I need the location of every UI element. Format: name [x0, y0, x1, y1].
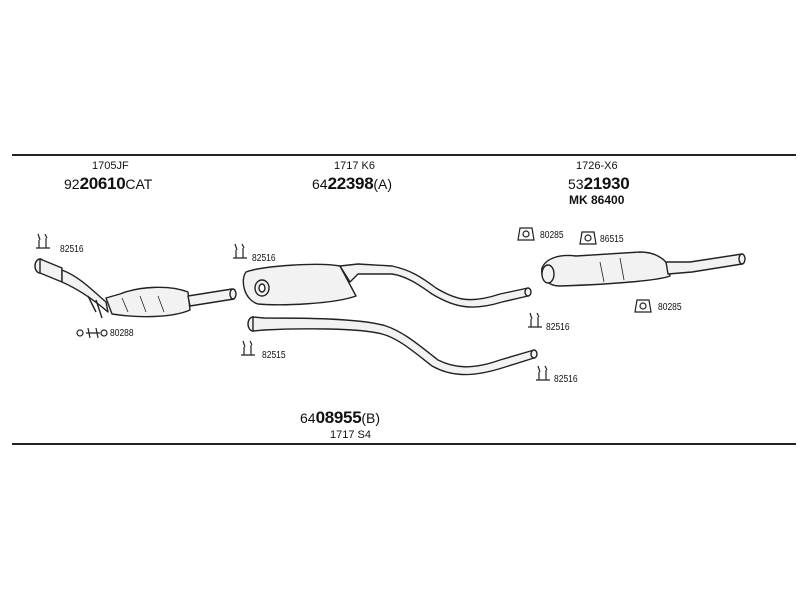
bottom-divider [12, 443, 796, 445]
middle-part-number-b: 6408955(B) [300, 408, 381, 427]
front-clamp-ref: 82516 [60, 244, 84, 255]
gasket-icon [76, 327, 108, 339]
middle-clamp-ref-right-upper: 82516 [546, 322, 570, 333]
clamp-icon [233, 243, 247, 259]
middle-clamp-ref-top: 82516 [252, 253, 276, 264]
front-catalytic-pipe [34, 258, 237, 319]
middle-alt-section-code: 1717 S4 [330, 429, 371, 441]
clamp-icon [528, 312, 542, 328]
middle-clamp-ref-low: 82515 [262, 350, 286, 361]
clamp-icon [536, 365, 550, 381]
middle-part-number-a: 6422398(A) [312, 174, 393, 193]
rear-mount-ref: 86515 [600, 234, 624, 245]
middle-pipe-a [242, 263, 532, 308]
clamp-icon [36, 233, 50, 249]
front-gasket-ref: 80288 [110, 328, 134, 339]
mount-bracket-icon [579, 231, 597, 245]
rear-section-code: 1726-X6 [576, 160, 618, 172]
middle-pipe-b [247, 316, 538, 376]
front-part-number: 9220610CAT [64, 174, 153, 193]
rear-rubber-ref-bottom: 80285 [658, 302, 682, 313]
front-section-code: 1705JF [92, 160, 129, 172]
rear-silencer [541, 251, 746, 287]
rubber-mount-icon [634, 299, 652, 313]
rubber-mount-icon [517, 227, 535, 241]
rear-rubber-ref-top: 80285 [540, 230, 564, 241]
middle-section-code: 1717 K6 [334, 160, 375, 172]
middle-clamp-ref-right-lower: 82516 [554, 374, 578, 385]
rear-part-number: 5321930 [568, 174, 630, 193]
clamp-icon [241, 340, 255, 356]
top-divider [12, 154, 796, 156]
rear-kit-label: MK 86400 [569, 193, 625, 207]
